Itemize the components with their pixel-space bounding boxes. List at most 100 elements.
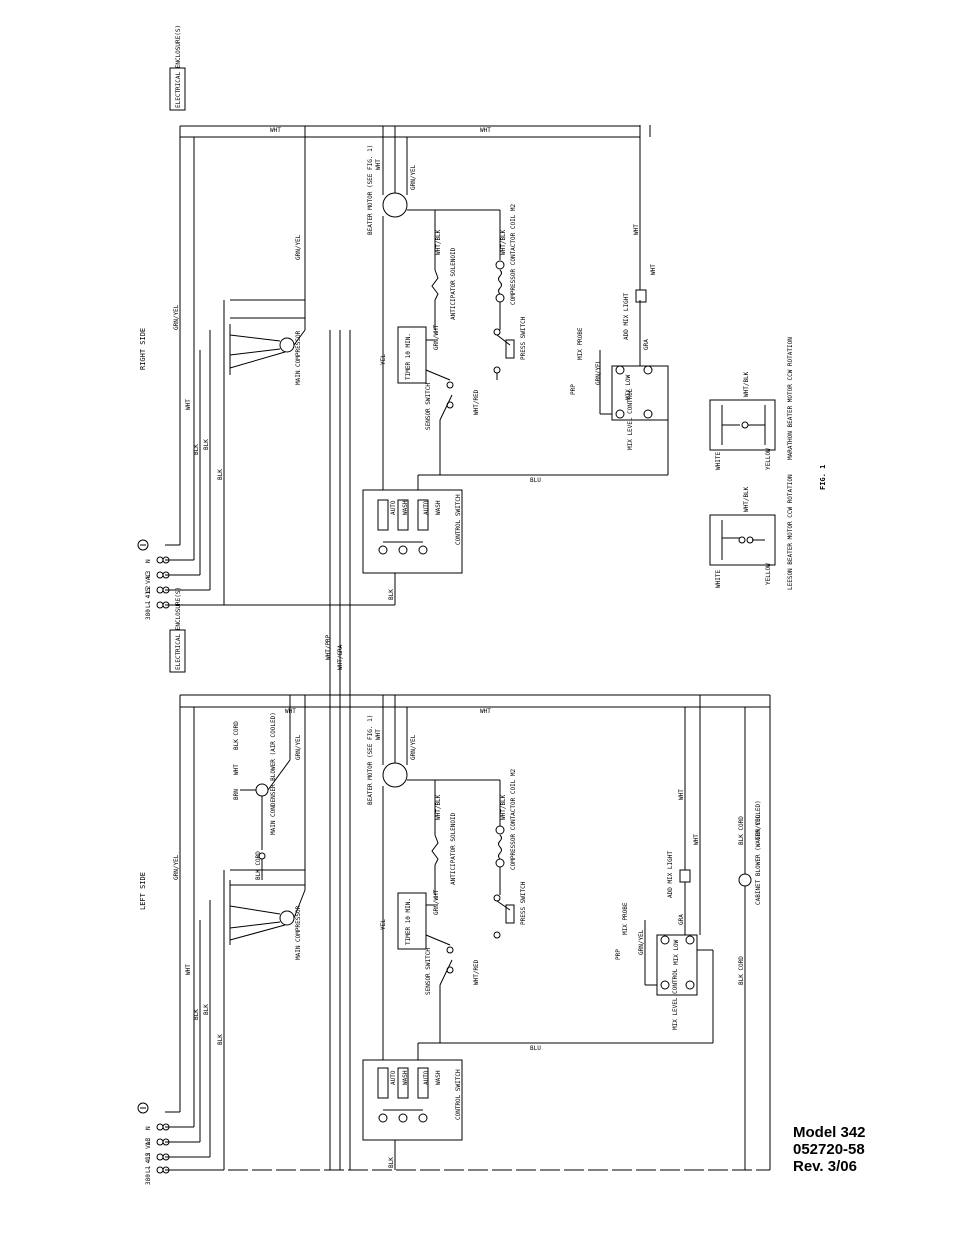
- left-wire-blk-3: BLK: [217, 1034, 224, 1045]
- left-wire-blkcord-2: BLK CORD: [255, 851, 262, 880]
- fig1-whtblk-a: WHT/BLK: [743, 486, 750, 512]
- left-wire-whtred: WHT/RED: [473, 959, 480, 985]
- right-control-pos-1: WASH: [402, 500, 409, 515]
- right-supply-label: 380 - 415 VAC: [145, 573, 152, 620]
- model-number: 052720-58: [793, 1141, 865, 1158]
- right-wire-grnwht: GRN/WHT: [433, 324, 440, 350]
- left-wire-blkcord-4: BLK CORD: [738, 956, 745, 985]
- left-cabinet-blower-icon: [738, 873, 752, 887]
- left-control-pos-0: AUTO: [390, 1070, 397, 1085]
- left-wire-blu: BLU: [530, 1045, 541, 1052]
- left-add-mix-label: ADD MIX LIGHT: [667, 851, 674, 898]
- model-info: Model 342 052720-58 Rev. 3/06: [793, 1124, 943, 1175]
- model-name: Model 342: [793, 1124, 866, 1141]
- right-wire-blk-1: BLK: [193, 444, 200, 455]
- right-contactor-label: COMPRESSOR CONTACTOR COIL M2: [510, 203, 517, 305]
- left-wire-grnyel-beater: GRN/YEL: [410, 734, 417, 760]
- right-wire-blk-3: BLK: [217, 469, 224, 480]
- left-wire-wht-top2: WHT: [480, 708, 491, 715]
- right-wire-grnyel: GRN/YEL: [295, 234, 302, 260]
- left-beater-motor-icon: [382, 762, 408, 788]
- left-wire-blk-2: BLK: [203, 1004, 210, 1015]
- right-control-switch: [362, 489, 463, 574]
- left-timer: [397, 892, 427, 950]
- right-wire-wht-left: WHT: [185, 399, 192, 410]
- left-mix-level-label: MIX LEVEL CONTROL: [672, 968, 679, 1030]
- left-wire-whtblk-1: WHT/BLK: [435, 794, 442, 820]
- right-control-pos-2: AUTO: [423, 500, 430, 515]
- left-term-l2: L2: [145, 1152, 152, 1160]
- right-wire-blu: BLU: [530, 477, 541, 484]
- right-side-label: RIGHT SIDE: [139, 328, 147, 370]
- right-wire-wht-top2: WHT: [480, 127, 491, 134]
- right-control-switch-label: CONTROL SWITCH: [455, 494, 462, 545]
- right-mix-probe-label: MIX PROBE: [577, 327, 584, 360]
- left-add-mix-light: [679, 869, 691, 883]
- right-press-switch-label: PRESS SWITCH: [520, 316, 527, 360]
- right-beater-label: BEATER MOTOR (SEE FIG. 1): [367, 145, 374, 235]
- left-control-pos-1: WASH: [402, 1070, 409, 1085]
- fig1-white-a: WHITE: [715, 570, 722, 588]
- right-timer: [397, 326, 427, 384]
- left-wire-blk-4: BLK: [388, 1157, 395, 1168]
- fig1-label: FIG. 1: [819, 465, 827, 490]
- left-wire-blk-1: BLK: [193, 1009, 200, 1020]
- left-side-label: LEFT SIDE: [139, 872, 147, 910]
- left-cabinet-blower-label: CABINET BLOWER (WATER COOLED): [755, 800, 762, 905]
- left-wire-grnyel-mix: GRN/YEL: [638, 929, 645, 955]
- left-wire-gra: GRA: [678, 914, 685, 925]
- left-wire-wht-mix: WHT: [678, 789, 685, 800]
- left-control-pos-2: AUTO: [423, 1070, 430, 1085]
- left-control-switch-label: CONTROL SWITCH: [455, 1069, 462, 1120]
- right-add-mix-label: ADD MIX LIGHT: [623, 293, 630, 340]
- right-term-n: N: [145, 559, 152, 563]
- right-wire-grnyel-mix: GRN/YEL: [595, 359, 602, 385]
- fig1-leeson-motor: [709, 514, 776, 566]
- left-wire-blkcord-1: BLK CORD: [233, 721, 240, 750]
- fig1-white-b: WHITE: [715, 452, 722, 470]
- right-mix-low-label: MIX LOW: [625, 374, 632, 400]
- left-compressor-icon: [279, 910, 295, 926]
- left-term-l3: L3: [145, 1137, 152, 1145]
- ground-icon-left: [137, 1102, 149, 1114]
- left-mix-low-label: MIX LOW: [673, 939, 680, 965]
- left-wire-grnyel-cab: GRN/YEL: [755, 814, 762, 840]
- right-wire-whtgra: WHT/GRA: [337, 644, 344, 670]
- left-wire-whtblk-2: WHT/BLK: [500, 794, 507, 820]
- ground-icon-right: [137, 539, 149, 551]
- right-wire-wht-beater: WHT: [375, 159, 382, 170]
- right-wire-wht-top: WHT: [270, 127, 281, 134]
- right-wire-wht-mix: WHT: [633, 224, 640, 235]
- left-wire-grnyel: GRN/YEL: [295, 734, 302, 760]
- right-enclosure-box: [169, 67, 186, 111]
- right-wire-wht-mix2: WHT: [650, 264, 657, 275]
- left-wire-grnyel2: GRN/YEL: [173, 854, 180, 880]
- left-term-n: N: [145, 1126, 152, 1130]
- right-beater-motor-icon: [382, 192, 408, 218]
- right-wire-yel: YEL: [380, 354, 387, 365]
- left-wire-wht-top: WHT: [285, 708, 296, 715]
- left-enclosure-box: [169, 629, 186, 673]
- right-add-mix-light: [635, 289, 647, 303]
- left-control-pos-3: WASH: [435, 1070, 442, 1085]
- left-term-l1: L1: [145, 1165, 152, 1173]
- right-sensor-label: SENSOR SWITCH: [425, 383, 432, 430]
- fig1-yellow-a: YELLOW: [765, 563, 772, 585]
- left-wire-wht-beater: WHT: [375, 729, 382, 740]
- right-wire-whtblk-1: WHT/BLK: [435, 229, 442, 255]
- left-wire-grnwht: GRN/WHT: [433, 889, 440, 915]
- right-wire-blk-2: BLK: [203, 439, 210, 450]
- left-enclosure-label: ELECTRICAL ENCLOSURE(S): [175, 587, 182, 670]
- fig1-yellow-b: YELLOW: [765, 448, 772, 470]
- right-control-pos-0: AUTO: [390, 500, 397, 515]
- fig1-leeson-label: LEESON BEATER MOTOR CCW ROTATION: [787, 474, 794, 590]
- right-wire-whtred: WHT/RED: [473, 389, 480, 415]
- left-mix-probe-label: MIX PROBE: [622, 902, 629, 935]
- right-wire-prp: PRP: [570, 384, 577, 395]
- right-term-l1: L1: [145, 600, 152, 608]
- right-anticipator-label: ANTICIPATOR SOLENOID: [450, 247, 457, 320]
- fig1-marathon-motor: [709, 399, 776, 451]
- right-control-pos-3: WASH: [435, 500, 442, 515]
- left-condenser-blower-icon: [255, 783, 269, 797]
